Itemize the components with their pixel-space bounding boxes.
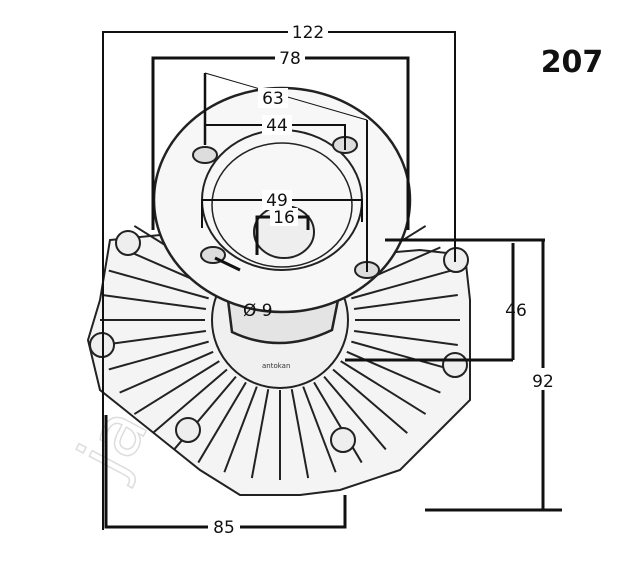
- fin-line: [332, 368, 408, 434]
- fin-line: [323, 375, 387, 451]
- fin-line: [197, 381, 247, 464]
- dim-bolt-circle: 63: [262, 89, 284, 109]
- fin-line: [353, 293, 458, 311]
- dim-hub-height: 46: [505, 301, 527, 321]
- dim-overall-width: 122: [292, 23, 324, 43]
- dim-hole-diameter: Ø 9: [243, 301, 273, 321]
- dim-center-recess: 49: [266, 191, 288, 211]
- fin-line: [223, 386, 258, 473]
- fin-line: [353, 329, 458, 347]
- fin-line: [313, 381, 363, 464]
- fin-line: [102, 293, 207, 311]
- fin-line: [119, 350, 214, 394]
- photo-credit: antokan: [262, 362, 290, 370]
- fin-line: [108, 269, 209, 300]
- fin-line: [302, 386, 337, 473]
- fin-line: [133, 360, 220, 415]
- dim-overall-height: 92: [532, 372, 554, 392]
- fin-line: [340, 360, 427, 415]
- fin-line: [290, 388, 310, 479]
- dim-shaft-bore: 16: [273, 208, 295, 228]
- fin-line: [108, 340, 209, 371]
- fin-line: [152, 368, 228, 434]
- fin-line: [351, 340, 452, 371]
- fin-line: [351, 269, 452, 300]
- fin-line: [250, 388, 270, 479]
- fin-line: [102, 329, 207, 347]
- dim-bolt-spacing: 44: [266, 116, 288, 136]
- dim-flange-diameter: 78: [279, 49, 301, 69]
- dim-rear-bolt-spacing: 85: [213, 518, 235, 538]
- part-number: 207: [541, 45, 604, 80]
